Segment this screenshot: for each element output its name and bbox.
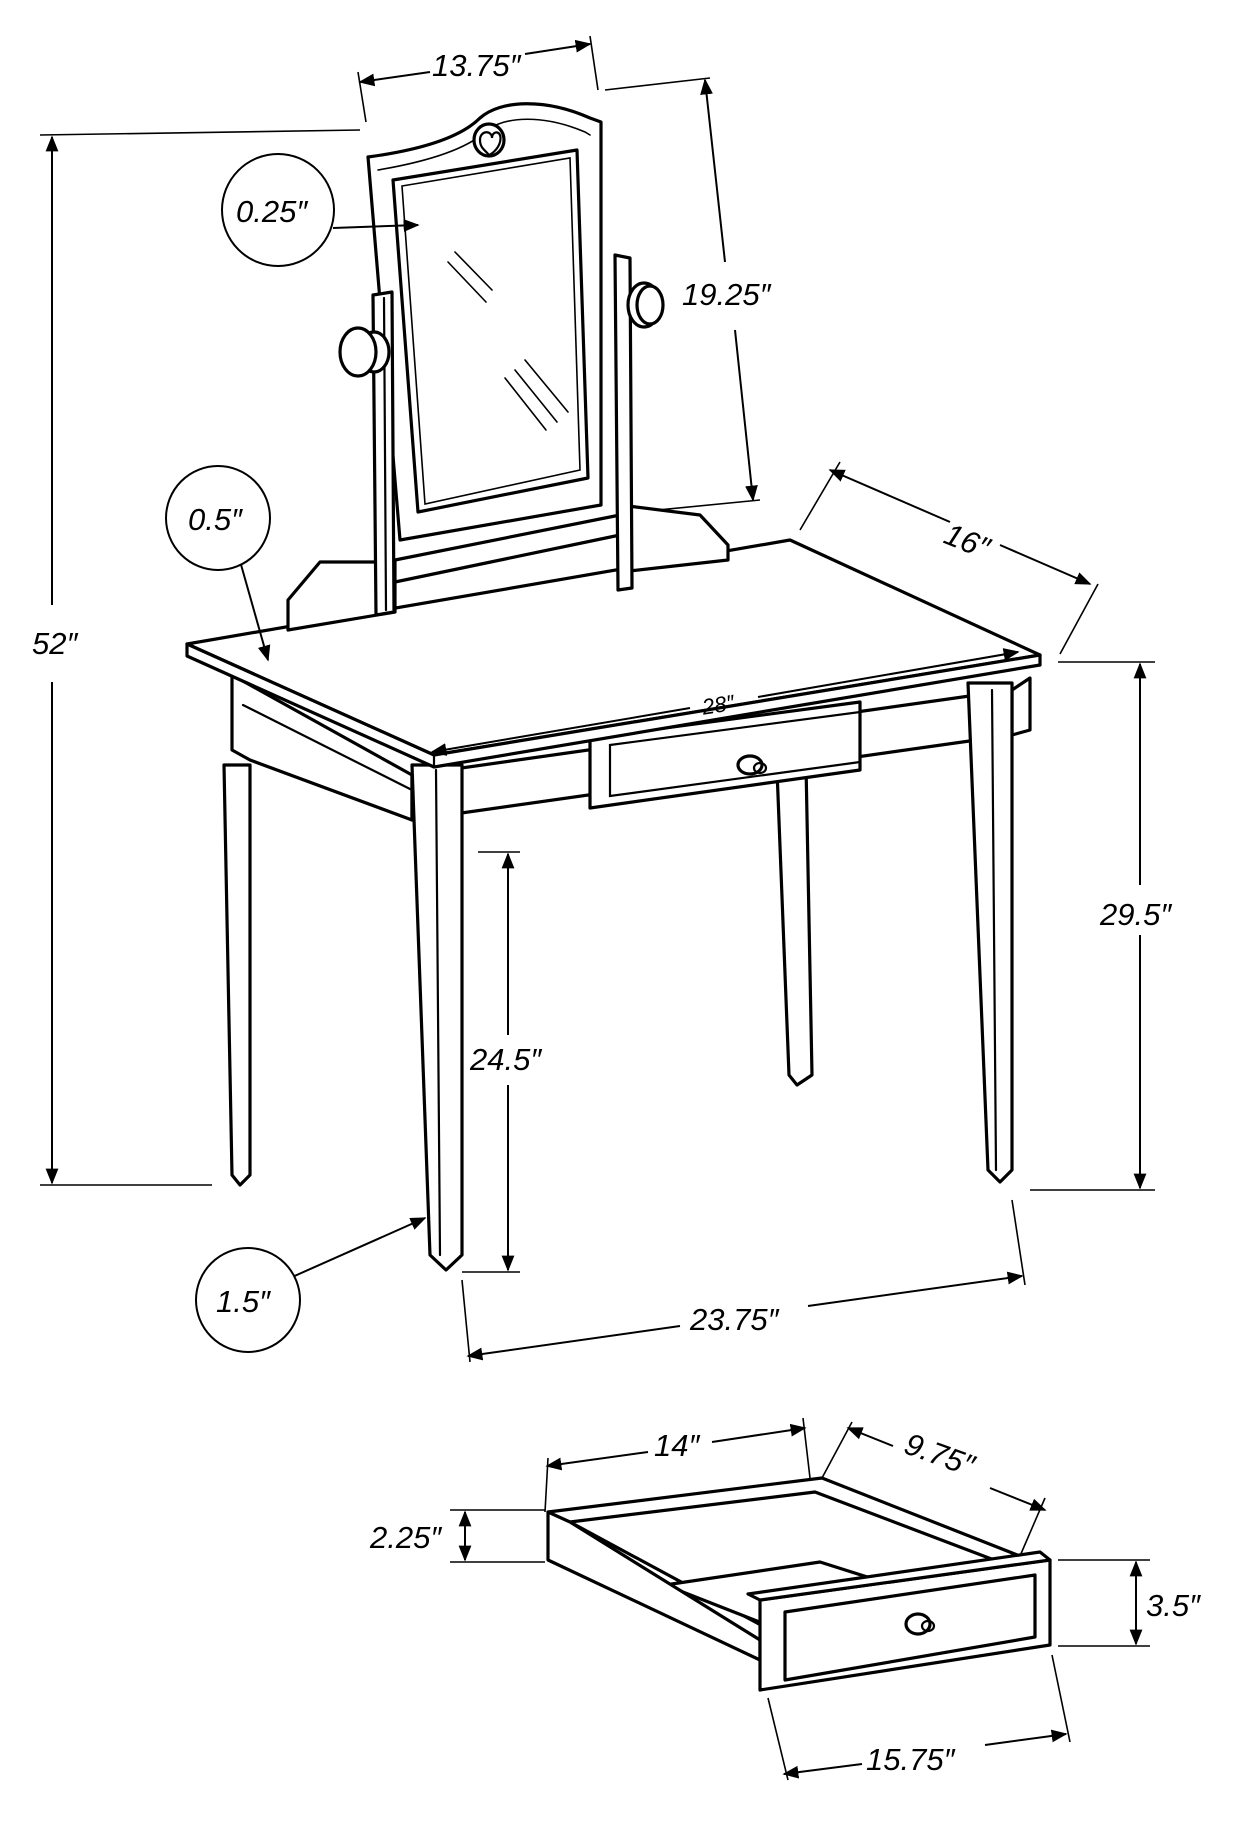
back-left-leg — [222, 763, 252, 1187]
callout-leg-size — [195, 1247, 301, 1353]
overall-height-label: 52″ — [32, 626, 78, 661]
top-thickness-label: 0.5″ — [188, 502, 243, 537]
right-support-post — [613, 253, 634, 592]
table-height-label: 29.5″ — [1099, 897, 1172, 932]
back-right-leg — [775, 763, 814, 1087]
mirror-assembly — [286, 102, 730, 632]
drawer-detail — [546, 1476, 1052, 1692]
table-width-label: 28″ — [699, 690, 737, 720]
dimension-lines — [39, 35, 1155, 1781]
table-drawer-front — [588, 700, 862, 810]
mirror-base-right — [618, 503, 730, 574]
right-apron — [1010, 676, 1032, 737]
drawer-front-width-label: 15.75″ — [866, 1742, 956, 1777]
mirror-height-label: 19.25″ — [682, 277, 772, 312]
drawer-front-height-label: 3.5″ — [1146, 1588, 1201, 1623]
glass-thickness-label: 0.25″ — [236, 194, 308, 229]
drawer-width-label: 14″ — [654, 1428, 700, 1463]
drawer-front-top — [746, 1550, 1052, 1602]
table-depth-label: 16″ — [939, 516, 995, 566]
knee-clearance-label: 24.5″ — [469, 1042, 542, 1077]
right-knob-icon — [626, 281, 665, 329]
table-drawer-inner — [608, 710, 862, 798]
callout-top-thickness — [165, 465, 271, 571]
vanity-table — [185, 538, 1042, 1272]
table-drawer-knob-icon — [736, 754, 768, 776]
callout-glass-thickness — [221, 153, 335, 267]
left-knob-icon — [338, 326, 391, 378]
mirror-width-label: 13.75″ — [432, 48, 522, 83]
leg-size-label: 1.5″ — [216, 1284, 271, 1319]
front-right-leg — [966, 681, 1014, 1184]
drawer-depth-label: 9.75″ — [900, 1426, 980, 1484]
drawer-knob-icon — [904, 1612, 936, 1636]
leg-span-label: 23.75″ — [689, 1302, 780, 1337]
drawer-side-height-label: 2.25″ — [369, 1520, 442, 1555]
